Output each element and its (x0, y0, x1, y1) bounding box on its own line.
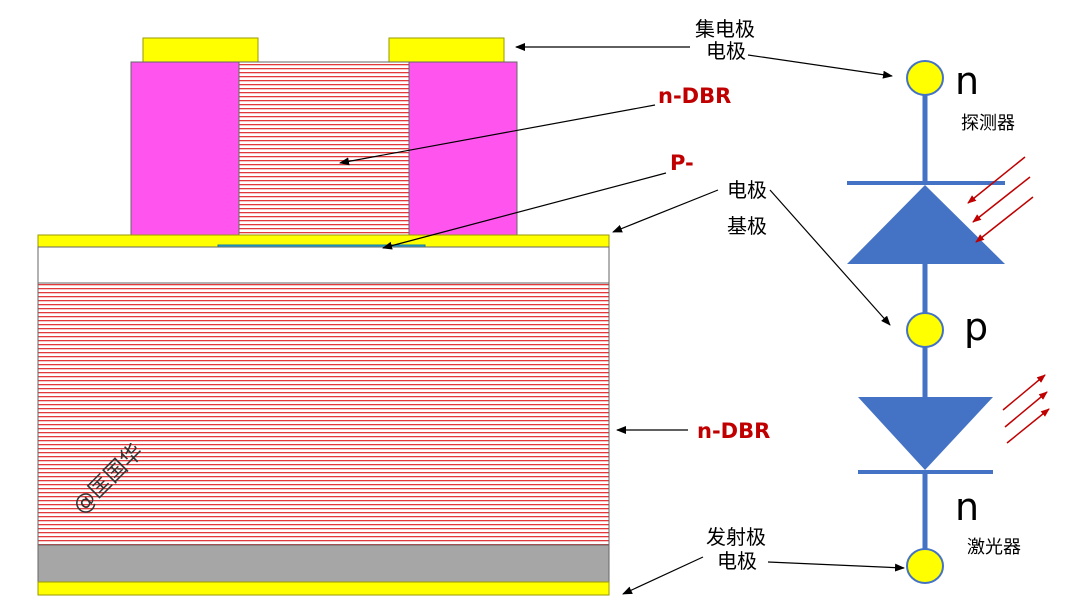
arrow-emitter-to-node (767, 561, 905, 572)
node-emitter (906, 548, 944, 584)
detector-label: 探测器 (961, 113, 1015, 134)
outgoing-light-ray-2 (1004, 391, 1048, 428)
outgoing-light-ray-1 (1002, 374, 1046, 411)
laser-diode-triangle (858, 397, 993, 470)
node-n-top-label: n (955, 59, 979, 103)
spacer-layer (37, 246, 610, 284)
substrate-layer (37, 544, 610, 583)
arrow-n-dbr-top (339, 104, 656, 166)
n-dbr-bottom-label: n-DBR (697, 419, 770, 443)
laser-label: 激光器 (967, 537, 1021, 558)
emitter-label-line2: 电极 (717, 549, 757, 573)
bottom-n-dbr-stack (37, 282, 610, 546)
arrow-collector-to-node (747, 54, 893, 79)
detector-diode-triangle (847, 185, 1005, 264)
node-collector (906, 60, 944, 96)
incoming-light-ray-2 (972, 176, 1031, 223)
arrow-base-to-layer (612, 189, 719, 233)
base-label-line1: 电极 (727, 178, 767, 202)
base-label-line2: 基极 (727, 214, 767, 238)
mesa-side-right (408, 61, 518, 238)
emitter-electrode (37, 581, 610, 596)
collector-label-line1: 集电极 (695, 17, 755, 41)
collector-electrode-left (142, 37, 259, 63)
collector-electrode-right (388, 37, 505, 63)
node-n-bottom-label: n (955, 485, 979, 529)
incoming-light-ray-1 (967, 156, 1026, 204)
incoming-light-ray-3 (975, 196, 1034, 243)
node-base (906, 312, 944, 348)
outgoing-light-ray-3 (1006, 408, 1050, 444)
node-p-label: p (964, 305, 988, 349)
n-dbr-top-label: n-DBR (658, 84, 731, 108)
mesa-side-left (130, 61, 240, 238)
collector-label-line2: 电极 (706, 39, 746, 63)
emitter-label-line1: 发射极 (706, 525, 766, 549)
top-n-dbr-stack (238, 61, 410, 246)
arrow-p-minus (382, 172, 667, 250)
arrow-emitter-to-electrode (622, 556, 704, 595)
arrow-base-to-node (769, 189, 891, 326)
p-minus-label: P- (670, 151, 694, 175)
